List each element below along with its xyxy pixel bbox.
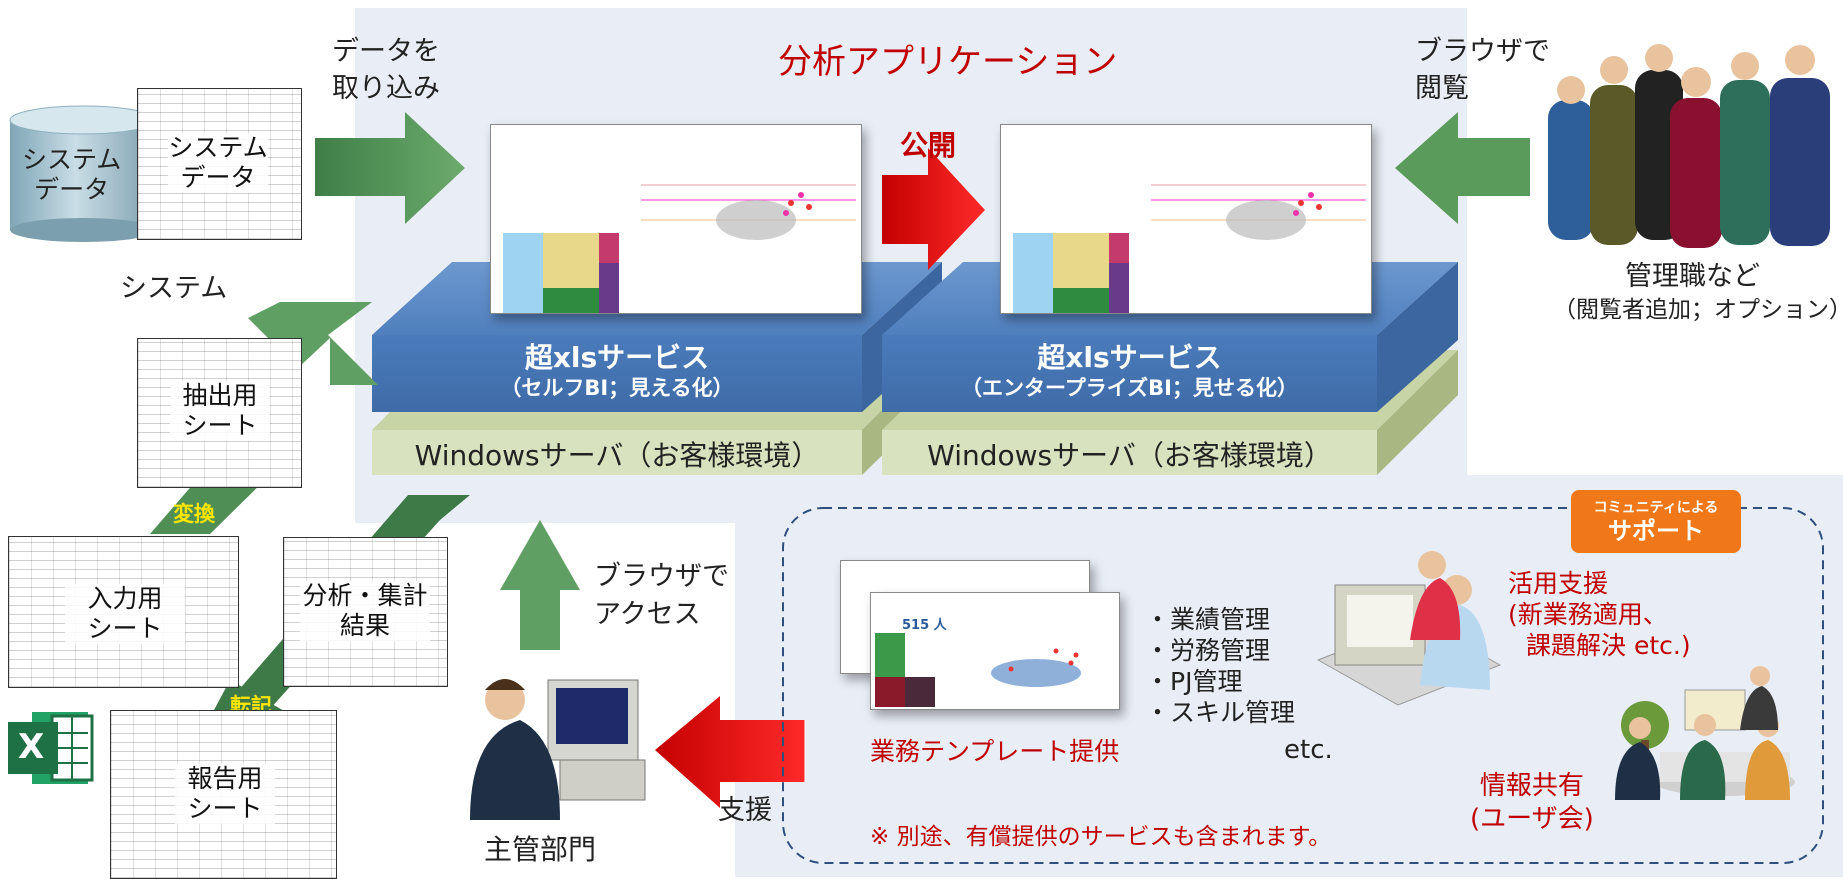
consulting-icon bbox=[1316, 551, 1502, 706]
cylinder-label-line2: データ bbox=[34, 175, 110, 204]
template-list-item: ・PJ管理 bbox=[1145, 667, 1243, 696]
community-support-badge: コミュニティによる サポート bbox=[1571, 490, 1741, 553]
info-share-label: 情報共有 (ユーザ会) bbox=[1470, 770, 1594, 836]
template-list: ・業績管理 ・労務管理 ・PJ管理 ・スキル管理 bbox=[1145, 604, 1295, 728]
extract-sheet-label: 抽出用 シート bbox=[170, 381, 270, 441]
service-right-title: 超xlsサービス bbox=[1037, 341, 1222, 374]
excel-logo-icon bbox=[8, 712, 94, 784]
system-data-sheet-label: システム データ bbox=[168, 133, 268, 193]
template-list-item: ・労務管理 bbox=[1145, 636, 1271, 665]
browser-access-line1: ブラウザで bbox=[594, 561, 729, 592]
convert-label: 変換 bbox=[173, 502, 215, 526]
cylinder-label: システム データ bbox=[22, 145, 121, 205]
utilization-line3: 課題解決 etc.) bbox=[1526, 631, 1691, 660]
template-caption: 業務テンプレート提供 bbox=[870, 737, 1120, 766]
support-dashed-box bbox=[782, 507, 1824, 864]
import-label-line2: 取り込み bbox=[332, 73, 440, 104]
extract-arrow bbox=[248, 302, 378, 385]
info-share-line1: 情報共有 bbox=[1479, 771, 1584, 801]
input-sheet-line2: シート bbox=[87, 614, 163, 643]
pc-user-icon bbox=[470, 679, 646, 820]
import-label-line1: データを bbox=[332, 36, 440, 67]
system-sheet-line2: データ bbox=[180, 163, 256, 192]
dashboard-screenshot-left bbox=[490, 124, 862, 314]
info-share-line2: (ユーザ会) bbox=[1470, 804, 1594, 834]
input-sheet-label: 入力用 シート bbox=[65, 584, 185, 644]
badge-line1: コミュニティによる bbox=[1593, 500, 1719, 516]
help-arrow bbox=[655, 696, 805, 808]
extract-sheet-line1: 抽出用 bbox=[182, 381, 258, 410]
service-label-right: 超xlsサービス （エンタープライズBI；見せる化） bbox=[882, 341, 1377, 402]
paid-service-note: ※ 別途、有償提供のサービスも含まれます。 bbox=[870, 824, 1332, 850]
etc-label: etc. bbox=[1284, 735, 1333, 765]
service-left-subtitle: （セルフBI；見える化） bbox=[500, 376, 734, 400]
service-label-left: 超xlsサービス （セルフBI；見える化） bbox=[372, 341, 862, 402]
excel-logo-letter: X bbox=[18, 727, 45, 767]
result-sheet-line2: 結果 bbox=[339, 611, 390, 640]
input-sheet-line1: 入力用 bbox=[87, 584, 163, 613]
import-label: データを 取り込み bbox=[332, 33, 440, 107]
service-right-subtitle: （エンタープライズBI；見せる化） bbox=[961, 376, 1298, 400]
cylinder-label-line1: システム bbox=[22, 145, 122, 174]
result-sheet-label: 分析・集計 結果 bbox=[300, 581, 430, 641]
browse-arrow bbox=[1395, 112, 1530, 224]
utilization-line2: (新業務適用、 bbox=[1508, 600, 1668, 629]
system-sheet-line1: システム bbox=[168, 133, 268, 162]
page-title: 分析アプリケーション bbox=[778, 42, 1118, 82]
template-list-item: ・スキル管理 bbox=[1145, 698, 1296, 727]
extract-sheet-line2: シート bbox=[182, 411, 258, 440]
template-number: 515 人 bbox=[902, 618, 947, 633]
managers-label: 管理職など bbox=[1625, 261, 1760, 292]
publish-label: 公開 bbox=[900, 129, 957, 162]
badge-line2: サポート bbox=[1608, 517, 1704, 545]
browse-label-line2: 閲覧 bbox=[1415, 73, 1469, 104]
utilization-line1: 活用支援 bbox=[1508, 569, 1609, 598]
report-sheet-label: 報告用 シート bbox=[175, 764, 275, 824]
browser-access-line2: アクセス bbox=[594, 599, 701, 630]
publish-arrow bbox=[882, 148, 985, 270]
system-caption: システム bbox=[120, 273, 228, 304]
people-group-icon bbox=[1548, 44, 1830, 248]
windows-server-right-label: Windowsサーバ（お客様環境） bbox=[927, 439, 1332, 472]
database-cylinder-icon bbox=[9, 105, 157, 242]
browser-access-label: ブラウザで アクセス bbox=[594, 558, 729, 634]
help-label: 支援 bbox=[718, 795, 772, 826]
result-sheet-line1: 分析・集計 bbox=[302, 581, 428, 610]
report-sheet-line2: シート bbox=[187, 794, 263, 823]
dashboard-screenshot-right bbox=[1000, 124, 1372, 314]
import-arrow bbox=[315, 112, 465, 224]
windows-server-left-label: Windowsサーバ（お客様環境） bbox=[414, 439, 820, 472]
utilization-label: 活用支援 (新業務適用、 課題解決 etc.) bbox=[1508, 568, 1691, 661]
template-screenshot-front bbox=[870, 592, 1120, 710]
template-list-item: ・業績管理 bbox=[1145, 605, 1271, 634]
meeting-icon bbox=[1615, 666, 1795, 800]
managers-sub-label: （閲覧者追加；オプション） bbox=[1553, 297, 1843, 323]
report-sheet-line1: 報告用 bbox=[187, 764, 263, 793]
browse-label-line1: ブラウザで bbox=[1415, 36, 1550, 67]
browse-label: ブラウザで 閲覧 bbox=[1415, 33, 1550, 107]
service-left-title: 超xlsサービス bbox=[524, 341, 710, 374]
department-label: 主管部門 bbox=[484, 833, 597, 866]
